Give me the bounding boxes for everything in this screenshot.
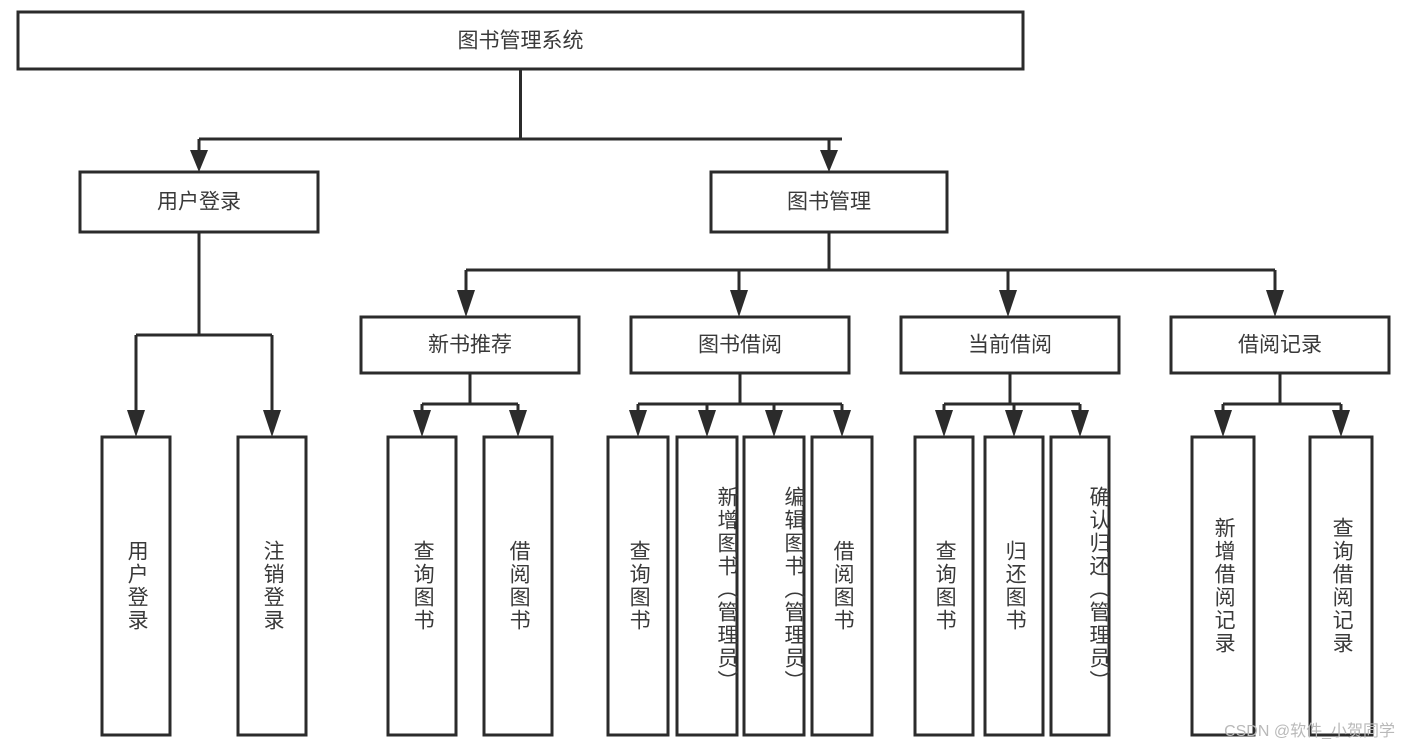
node-current-borrowing[interactable] xyxy=(899,315,1121,375)
node-book-borrowing-label: 图书借阅 xyxy=(698,334,782,357)
node-leaf-confirm-return-admin[interactable] xyxy=(1049,435,1111,737)
node-book-management-label: 图书管理 xyxy=(787,191,871,214)
node-leaf-add-book-admin[interactable] xyxy=(675,435,739,737)
node-leaf-add-borrow-record[interactable] xyxy=(1190,435,1256,737)
arrowhead-leaf-edit-book xyxy=(765,410,783,437)
node-root-system[interactable] xyxy=(16,10,1025,71)
node-borrow-records[interactable] xyxy=(1169,315,1391,375)
arrowhead-leaf-confirm-return xyxy=(1071,410,1089,437)
arrowhead-book-mgmt xyxy=(820,150,838,172)
node-current-borrowing-label: 当前借阅 xyxy=(968,334,1052,357)
arrowhead-new-book-rec xyxy=(457,290,475,317)
arrowhead-leaf-add-record xyxy=(1214,410,1232,437)
arrowhead-leaf-query-book-1 xyxy=(413,410,431,437)
node-leaf-logout-login[interactable] xyxy=(236,435,308,737)
arrowhead-current-borrow xyxy=(999,290,1017,317)
arrowhead-leaf-borrow-book-1 xyxy=(509,410,527,437)
node-leaf-query-book-rec[interactable] xyxy=(386,435,458,737)
arrowhead-leaf-query-record xyxy=(1332,410,1350,437)
arrowhead-leaf-logout-login xyxy=(263,410,281,437)
node-leaf-borrow-book-rec[interactable] xyxy=(482,435,554,737)
node-leaf-borrow-book[interactable] xyxy=(810,435,874,737)
node-new-book-recommendation[interactable] xyxy=(359,315,581,375)
node-borrow-records-label: 借阅记录 xyxy=(1238,334,1322,357)
arrowhead-leaf-query-book-2 xyxy=(629,410,647,437)
node-user-login-label: 用户登录 xyxy=(157,191,241,214)
node-leaf-query-book-borrow[interactable] xyxy=(606,435,670,737)
node-leaf-query-book-current[interactable] xyxy=(913,435,975,737)
node-root-system-label: 图书管理系统 xyxy=(458,30,584,53)
arrowhead-book-borrow xyxy=(730,290,748,317)
node-book-borrowing[interactable] xyxy=(629,315,851,375)
arrowhead-leaf-query-book-3 xyxy=(935,410,953,437)
arrowhead-leaf-borrow-book-2 xyxy=(833,410,851,437)
node-layer: 图书管理系统 用户登录 图书管理 新书推荐 图书借阅 当前借阅 借阅记录 xyxy=(16,10,1391,737)
node-user-login[interactable] xyxy=(78,170,320,234)
node-leaf-edit-book-admin[interactable] xyxy=(742,435,806,737)
arrowhead-user-login xyxy=(190,150,208,172)
node-leaf-return-book[interactable] xyxy=(983,435,1045,737)
node-leaf-query-borrow-record[interactable] xyxy=(1308,435,1374,737)
node-book-management[interactable] xyxy=(709,170,949,234)
connector-layer xyxy=(127,69,1350,437)
arrowhead-leaf-add-book xyxy=(698,410,716,437)
csdn-watermark: CSDN @软件_小贺同学 xyxy=(1224,723,1395,740)
arrowhead-leaf-return-book xyxy=(1005,410,1023,437)
node-new-book-recommendation-label: 新书推荐 xyxy=(428,334,512,357)
arrowhead-borrow-record xyxy=(1266,290,1284,317)
arrowhead-leaf-user-login xyxy=(127,410,145,437)
node-leaf-user-login[interactable] xyxy=(100,435,172,737)
